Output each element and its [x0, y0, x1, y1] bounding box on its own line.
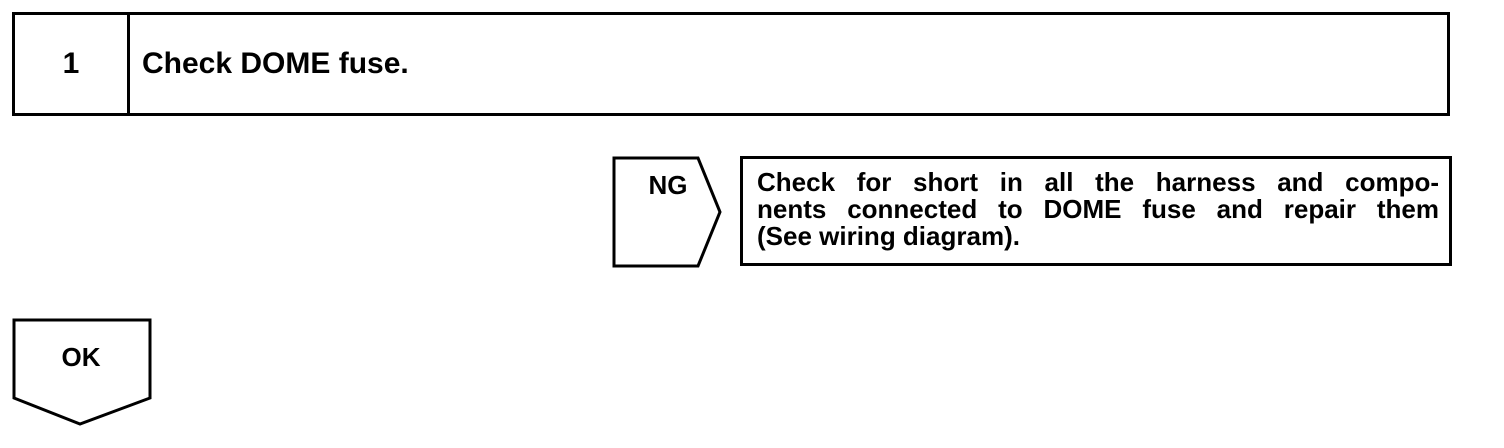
ng-arrow	[612, 156, 722, 268]
action-line-3: (See wiring diagram).	[757, 221, 1020, 251]
action-line-1: Check for short in all the harness and c…	[757, 167, 1439, 197]
step-title: Check DOME fuse.	[142, 47, 409, 80]
ok-arrow	[12, 318, 152, 426]
ng-action-box: Check for short in all the harness and c…	[740, 156, 1452, 266]
step-number: 1	[15, 15, 130, 113]
step-box: 1 Check DOME fuse.	[12, 12, 1450, 116]
action-line-2: nents connected to DOME fuse and repair …	[757, 194, 1439, 224]
ok-label: OK	[61, 342, 101, 372]
ng-label: NG	[648, 170, 688, 200]
